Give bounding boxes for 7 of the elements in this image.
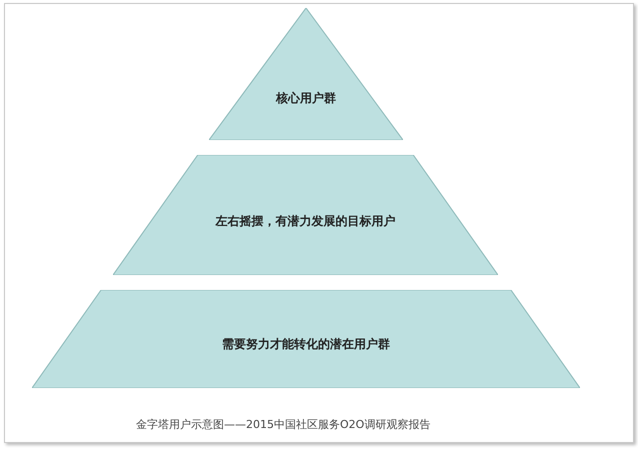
tier-label: 左右摇摆，有潜力发展的目标用户 xyxy=(216,215,396,227)
tier-label: 需要努力才能转化的潜在用户群 xyxy=(222,338,390,350)
pyramid-top-triangle xyxy=(209,8,403,140)
tier-label: 核心用户群 xyxy=(276,92,336,104)
pyramid-tier xyxy=(113,155,498,275)
pyramid-tier xyxy=(32,290,580,388)
caption: 金字塔用户示意图——2015中国社区服务O2O调研观察报告 xyxy=(136,417,430,433)
